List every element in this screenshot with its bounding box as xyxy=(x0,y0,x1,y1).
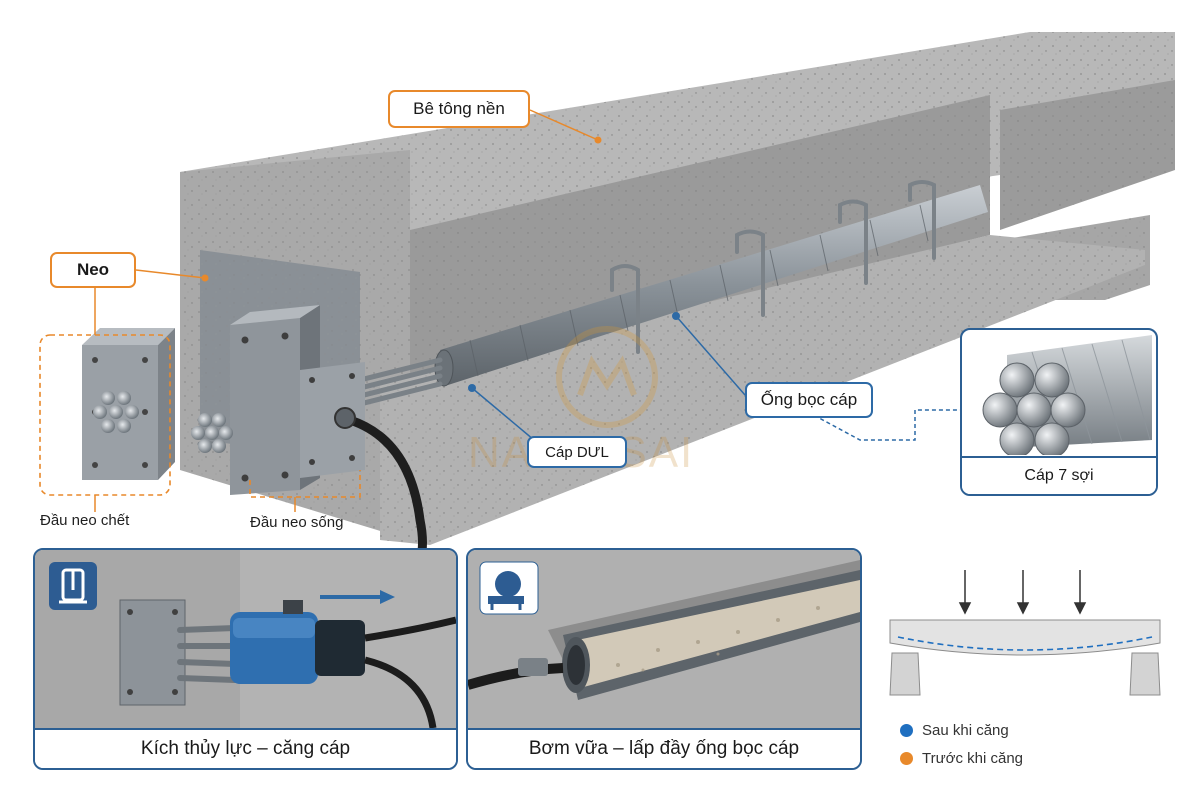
legend-after-text: Sau khi căng xyxy=(922,722,1009,739)
grout-illustration xyxy=(468,550,860,728)
strand-caption-text: Cáp 7 sợi xyxy=(1024,467,1094,484)
label-anchor-text: Neo xyxy=(76,260,110,279)
label-cable: Cáp DƯL xyxy=(527,436,627,468)
label-anchor: Neo xyxy=(50,252,136,288)
watermark-logo xyxy=(556,326,658,428)
label-live-anchor: Đầu neo sống xyxy=(250,514,344,531)
label-dead-anchor: Đầu neo chết xyxy=(40,512,130,529)
legend-after-dot xyxy=(900,724,913,737)
label-duct: Ống bọc cáp xyxy=(745,382,873,418)
label-cable-text: Cáp DƯL xyxy=(545,443,609,461)
label-duct-text: Ống bọc cáp xyxy=(760,390,858,409)
jack-illustration xyxy=(35,550,456,728)
legend-before-text: Trước khi căng xyxy=(922,750,1024,767)
live-anchor-plate xyxy=(230,318,300,495)
label-concrete: Bê tông nền xyxy=(388,90,530,128)
grout-caption: Bơm vữa – lấp đầy ống bọc cáp xyxy=(468,728,860,768)
grout-mixer-icon xyxy=(488,571,524,610)
strand-detail-panel: Cáp 7 sợi xyxy=(960,328,1158,496)
strand-caption: Cáp 7 sợi xyxy=(962,456,1156,494)
legend-before: Trước khi căng xyxy=(900,750,1023,767)
grout-caption-text: Bơm vữa – lấp đầy ống bọc cáp xyxy=(528,738,800,759)
cable-duct xyxy=(440,185,988,385)
hydraulic-jack-icon xyxy=(59,568,87,604)
jack-caption: Kích thủy lực – căng cáp xyxy=(35,728,456,768)
deflection-schematic xyxy=(889,570,1161,696)
legend-before-dot xyxy=(900,752,913,765)
label-concrete-text: Bê tông nền xyxy=(413,99,505,118)
seven-wire-strand-illustration xyxy=(982,335,1152,455)
legend-after: Sau khi căng xyxy=(900,722,1009,739)
grout-panel: Bơm vữa – lấp đầy ống bọc cáp xyxy=(466,548,862,770)
live-anchor-head xyxy=(300,362,365,478)
jack-panel: Kích thủy lực – căng cáp xyxy=(33,548,458,770)
jack-caption-text: Kích thủy lực – căng cáp xyxy=(140,738,351,759)
grout-hose xyxy=(345,415,427,565)
